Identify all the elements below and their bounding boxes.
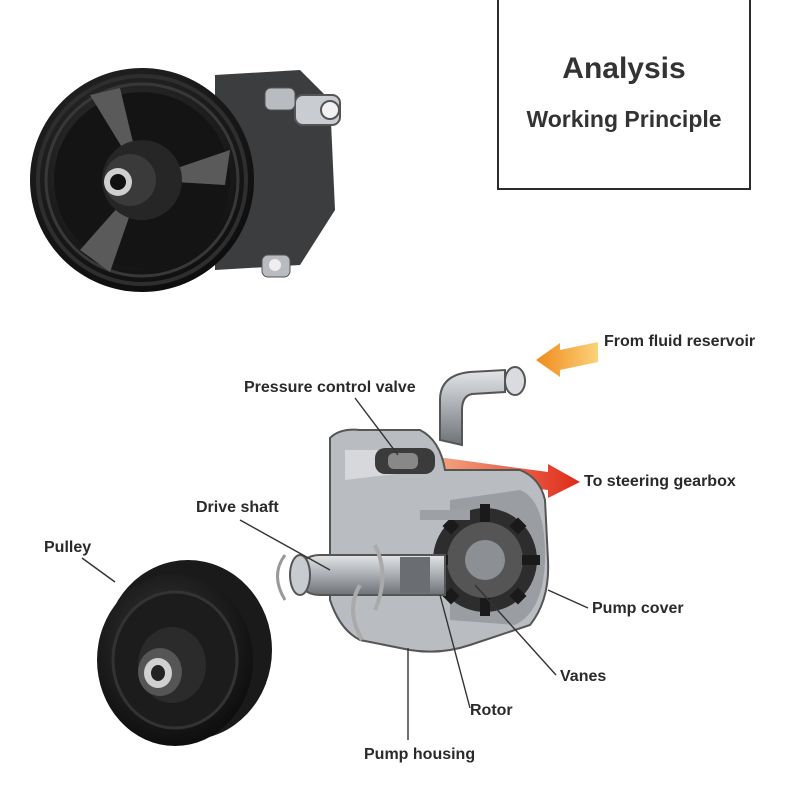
- label-to-steering-gearbox: To steering gearbox: [584, 473, 736, 490]
- title-box: Analysis Working Principle: [497, 0, 751, 190]
- leader-lines: [81, 397, 589, 740]
- label-vanes: Vanes: [560, 668, 607, 685]
- label-pressure-control-valve: Pressure control valve: [244, 379, 416, 396]
- label-drive-shaft: Drive shaft: [196, 499, 279, 516]
- label-rotor: Rotor: [470, 702, 513, 719]
- label-pump-housing: Pump housing: [364, 746, 476, 763]
- title-working-principle: Working Principle: [526, 106, 722, 132]
- pump-cutaway: [276, 366, 550, 653]
- label-from-fluid-reservoir: From fluid reservoir: [604, 333, 756, 350]
- label-pulley: Pulley: [44, 539, 92, 556]
- pulley-photo: [97, 560, 272, 746]
- reservoir-flow-arrow: [536, 342, 598, 377]
- pump-assembly-photo: [30, 68, 341, 292]
- title-analysis: Analysis: [562, 52, 686, 85]
- label-pump-cover: Pump cover: [592, 600, 684, 617]
